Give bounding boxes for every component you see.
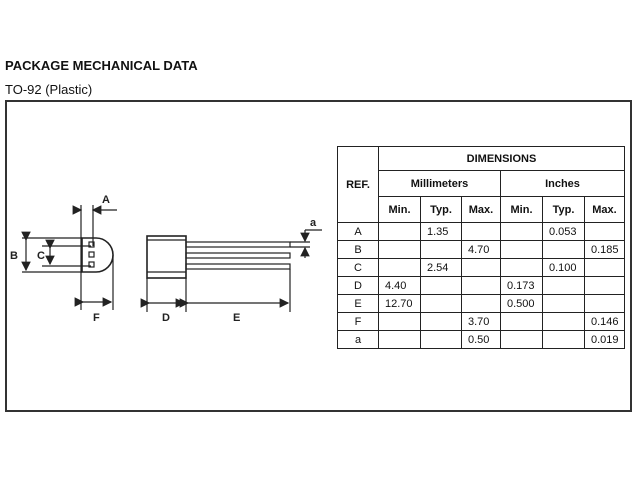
- mm-max-cell: [461, 294, 501, 313]
- mm-min-cell: [378, 258, 421, 277]
- in-max-cell: [584, 258, 625, 277]
- ref-header: REF.: [337, 146, 379, 223]
- in-typ-cell: 0.053: [542, 222, 585, 241]
- in-max-cell: 0.019: [584, 330, 625, 349]
- table-row: B 4.70 0.185: [337, 240, 625, 259]
- ref-cell: E: [337, 294, 379, 313]
- ref-cell: C: [337, 258, 379, 277]
- inches-header: Inches: [500, 170, 625, 197]
- dimensions-header: DIMENSIONS: [378, 146, 625, 171]
- package-subtitle: TO-92 (Plastic): [5, 82, 93, 97]
- table-row: A 1.35 0.053: [337, 222, 625, 241]
- in-max-cell: [584, 222, 625, 241]
- mm-min-cell: [378, 312, 421, 331]
- dim-label-D: D: [162, 312, 170, 324]
- mm-min-cell: [378, 240, 421, 259]
- mm-max-cell: [461, 276, 501, 295]
- in-max-cell: 0.146: [584, 312, 625, 331]
- millimeters-header: Millimeters: [378, 170, 501, 197]
- table-row: F 3.70 0.146: [337, 312, 625, 331]
- mm-min-header: Min.: [378, 196, 421, 223]
- in-typ-cell: [542, 330, 585, 349]
- drawing-frame: [5, 100, 632, 412]
- in-max-cell: [584, 276, 625, 295]
- mm-max-cell: [461, 222, 501, 241]
- mm-max-cell: 0.50: [461, 330, 501, 349]
- in-typ-cell: [542, 312, 585, 331]
- table-row: D 4.40 0.173: [337, 276, 625, 295]
- mm-typ-cell: [420, 312, 462, 331]
- ref-cell: F: [337, 312, 379, 331]
- in-typ-cell: 0.100: [542, 258, 585, 277]
- mm-max-cell: 3.70: [461, 312, 501, 331]
- in-min-cell: 0.500: [500, 294, 543, 313]
- mm-min-cell: [378, 330, 421, 349]
- ref-cell: D: [337, 276, 379, 295]
- in-typ-cell: [542, 276, 585, 295]
- mm-max-cell: [461, 258, 501, 277]
- mm-min-cell: 4.40: [378, 276, 421, 295]
- dim-label-a: a: [310, 217, 317, 229]
- ref-cell: B: [337, 240, 379, 259]
- dimensions-table: REF. DIMENSIONS Millimeters Inches Min. …: [337, 146, 625, 349]
- in-typ-cell: [542, 294, 585, 313]
- mm-typ-cell: [420, 330, 462, 349]
- table-row: C 2.54 0.100: [337, 258, 625, 277]
- mm-max-cell: 4.70: [461, 240, 501, 259]
- in-min-cell: [500, 240, 543, 259]
- in-max-cell: [584, 294, 625, 313]
- section-title: PACKAGE MECHANICAL DATA: [5, 58, 198, 73]
- dim-label-B: B: [10, 250, 18, 262]
- mm-min-cell: [378, 222, 421, 241]
- ref-cell: A: [337, 222, 379, 241]
- mm-typ-cell: [420, 294, 462, 313]
- dim-label-C: C: [37, 250, 45, 262]
- in-typ-cell: [542, 240, 585, 259]
- mm-typ-header: Typ.: [420, 196, 462, 223]
- in-min-cell: [500, 312, 543, 331]
- table-row: a 0.50 0.019: [337, 330, 625, 349]
- in-typ-header: Typ.: [542, 196, 585, 223]
- mm-typ-cell: 1.35: [420, 222, 462, 241]
- table-row: E 12.70 0.500: [337, 294, 625, 313]
- dim-label-E: E: [233, 312, 240, 324]
- in-min-cell: [500, 330, 543, 349]
- dim-label-F: F: [93, 312, 100, 324]
- mm-typ-cell: [420, 276, 462, 295]
- ref-cell: a: [337, 330, 379, 349]
- in-min-header: Min.: [500, 196, 543, 223]
- mm-max-header: Max.: [461, 196, 501, 223]
- in-max-header: Max.: [584, 196, 625, 223]
- mm-min-cell: 12.70: [378, 294, 421, 313]
- mm-typ-cell: 2.54: [420, 258, 462, 277]
- in-min-cell: [500, 258, 543, 277]
- in-max-cell: 0.185: [584, 240, 625, 259]
- in-min-cell: [500, 222, 543, 241]
- in-min-cell: 0.173: [500, 276, 543, 295]
- mm-typ-cell: [420, 240, 462, 259]
- dim-label-A: A: [102, 194, 110, 206]
